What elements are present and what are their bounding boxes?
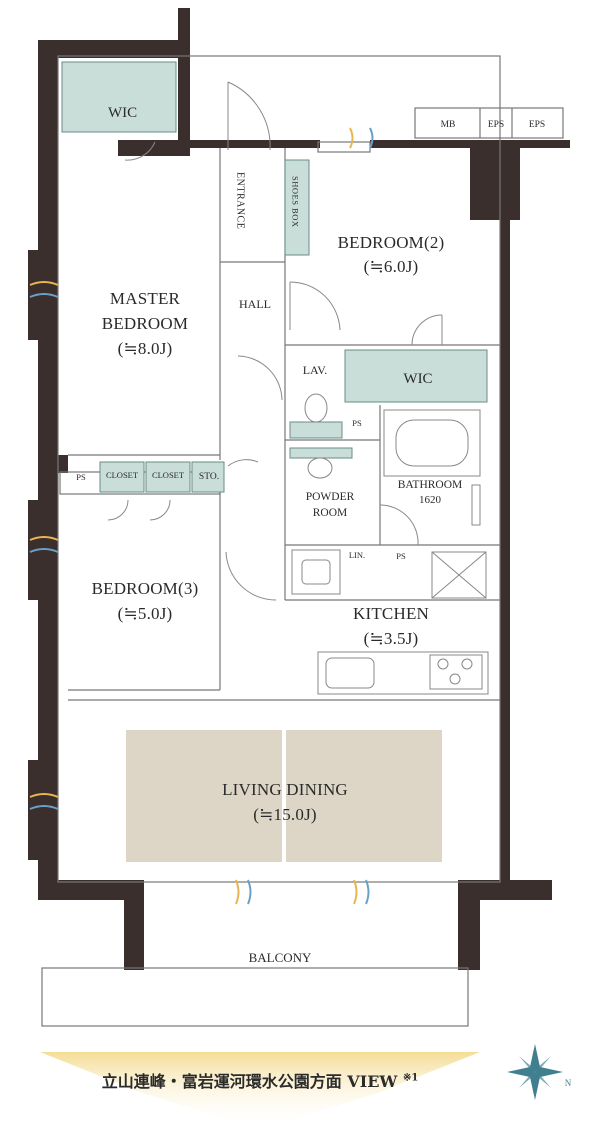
balcony-label: BALCONY	[248, 950, 312, 965]
ps-label-1: PS	[352, 418, 362, 428]
structural-walls	[28, 8, 570, 970]
living-label: LIVING DINING	[222, 780, 348, 799]
lin-label: LIN.	[348, 550, 366, 560]
master-bedroom-label: BEDROOM	[101, 314, 189, 333]
view-note: ※1	[402, 1072, 419, 1084]
view-direction-text: 立山連峰・富岩運河環水公園方面 VIEW ※1	[40, 1068, 480, 1092]
partitions	[41, 55, 564, 1027]
master-size: (≒8.0J)	[117, 339, 173, 358]
toilet-fixtures	[304, 393, 333, 479]
compass-n-label: N	[564, 1078, 572, 1088]
kitchen-size: (≒3.5J)	[363, 629, 419, 648]
living-mats	[126, 730, 442, 862]
closet-label-2: CLOSET	[151, 470, 185, 480]
powder-label: POWDER	[305, 491, 355, 503]
compass-rose-icon	[507, 1044, 563, 1100]
living-size: (≒15.0J)	[253, 805, 317, 824]
kitchen-label: KITCHEN	[353, 604, 429, 623]
master-label: MASTER	[109, 289, 181, 308]
bedroom3-label: BEDROOM(3)	[91, 579, 199, 598]
ps-label-2: PS	[76, 472, 86, 482]
view-band	[40, 1052, 480, 1130]
bathtub	[383, 409, 481, 526]
view-text: 立山連峰・富岩運河環水公園方面 VIEW	[101, 1072, 398, 1091]
closet-label-1: CLOSET	[105, 470, 139, 480]
meter-eps-label-1: EPS	[487, 120, 505, 130]
entrance-label: ENTRANCE	[234, 172, 246, 230]
powder-room-label: ROOM	[312, 507, 348, 519]
ps-label-3: PS	[396, 551, 406, 561]
shoes-box-label: SHOES BOX	[290, 176, 301, 228]
vent-arrows	[29, 127, 374, 905]
storage-areas	[61, 61, 488, 493]
meter-mb-label: MB	[440, 120, 456, 130]
door-swings	[107, 81, 443, 601]
bedroom3-size: (≒5.0J)	[117, 604, 173, 623]
bathroom-size: 1620	[419, 494, 441, 506]
hall-label: HALL	[239, 297, 271, 311]
meter-eps-label-2: EPS	[528, 120, 546, 130]
sto-label: STO.	[198, 472, 220, 482]
bedroom2-size: (≒6.0J)	[363, 257, 419, 276]
wic-mid-label: WIC	[403, 371, 433, 387]
bathroom-label: BATHROOM	[397, 479, 463, 491]
kitchen-fixtures	[291, 549, 489, 695]
wic-top-label: WIC	[108, 105, 138, 121]
lav-label: LAV.	[302, 363, 328, 377]
bedroom2-label: BEDROOM(2)	[337, 233, 445, 252]
